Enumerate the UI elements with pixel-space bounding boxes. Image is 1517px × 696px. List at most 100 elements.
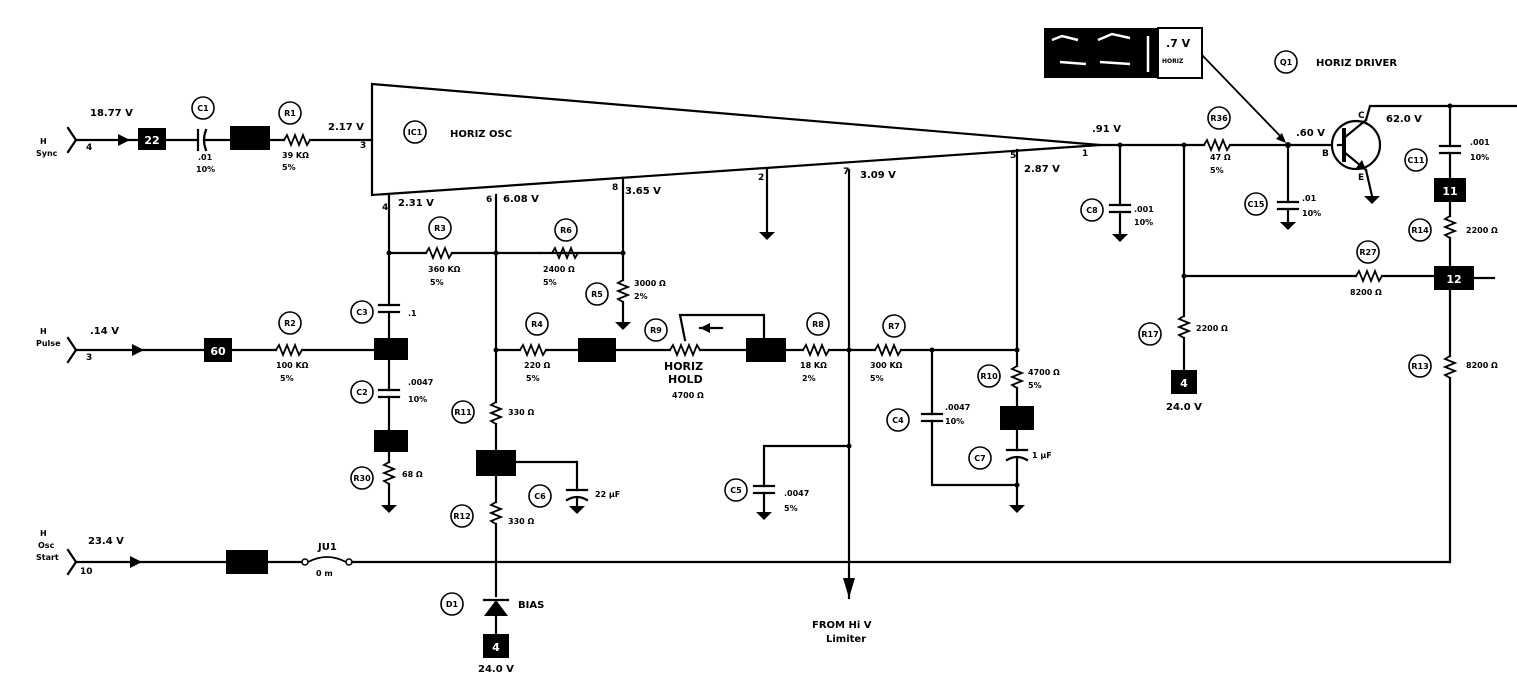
- ju1-value: 0 m: [316, 569, 333, 578]
- r17-value: 2200 Ω: [1196, 324, 1228, 333]
- r9-value: 4700 Ω: [672, 391, 704, 400]
- h-pulse-connector: [66, 336, 78, 364]
- block-c3-junction: [374, 338, 408, 360]
- c4-ref-circle: [886, 408, 910, 432]
- ic1-pin-1: 1: [1082, 149, 1088, 159]
- r9-label-1: HORIZ: [664, 360, 703, 373]
- r36-ref-circle: [1207, 106, 1231, 130]
- c8-ref-circle: [1080, 198, 1104, 222]
- block-r4-r9: [578, 338, 616, 362]
- r2-ref: R2: [284, 319, 296, 328]
- r2-tol: 5%: [280, 374, 294, 383]
- r14-ref-circle: [1408, 218, 1432, 242]
- ic1-ref: IC1: [408, 128, 423, 137]
- c2-value: .0047: [408, 378, 433, 387]
- r3-tol: 5%: [430, 278, 444, 287]
- d1-label: BIAS: [518, 600, 544, 611]
- r2-value: 100 KΩ: [276, 361, 309, 370]
- r17-resistor: [1176, 315, 1192, 339]
- r3-ref: R3: [434, 224, 446, 233]
- c8-ref: C8: [1086, 206, 1098, 215]
- c4-tol: 10%: [945, 417, 964, 426]
- h-osc-start-pin: 10: [80, 567, 93, 577]
- r10-ref-circle: [977, 364, 1001, 388]
- r17-ref-circle: [1138, 322, 1162, 346]
- r14-ref: R14: [1411, 226, 1429, 235]
- c5-value: .0047: [784, 489, 809, 498]
- ic1-pin-5: 5: [1010, 151, 1016, 161]
- r4-value: 220 Ω: [524, 361, 550, 370]
- c2-ref-circle: [350, 380, 374, 404]
- supply-2-voltage: 24.0 V: [1166, 402, 1202, 413]
- r27-ref-circle: [1356, 240, 1380, 264]
- r6-value: 2400 Ω: [543, 265, 575, 274]
- q1-collector-label: C: [1358, 111, 1365, 121]
- c4-ref: C4: [892, 416, 904, 425]
- q1-emitter-label: E: [1358, 173, 1364, 183]
- r2-ref-circle: [278, 311, 302, 335]
- hv-label-2: Limiter: [826, 634, 866, 645]
- r30-resistor: [381, 461, 397, 485]
- r8-value: 18 KΩ: [800, 361, 827, 370]
- ic1-v-pin7: 3.09 V: [860, 170, 896, 181]
- r36-ref: R36: [1210, 114, 1228, 123]
- c6-value: 22 µF: [595, 490, 620, 499]
- h-sync-pin: 4: [86, 143, 92, 153]
- r30-ref: R30: [353, 474, 371, 483]
- c8-value: .001: [1134, 205, 1154, 214]
- block-r9-r8: [746, 338, 786, 362]
- block-4-supply-1: [483, 634, 509, 658]
- c1-tol: 10%: [196, 165, 215, 174]
- r30-value: 68 Ω: [402, 470, 423, 479]
- block-12: [1434, 266, 1474, 290]
- scope-label: HORIZ: [1162, 58, 1184, 65]
- r11-ref: R11: [454, 408, 472, 417]
- ic1-ref-circle: IC1: [403, 120, 427, 144]
- r10-tol: 5%: [1028, 381, 1042, 390]
- c2-ref: C2: [356, 388, 367, 397]
- r8-tol: 2%: [802, 374, 816, 383]
- ic1-v-pin1: .91 V: [1092, 124, 1121, 135]
- r8-resistor: [802, 342, 830, 358]
- r9-ref: R9: [650, 326, 662, 335]
- ic1-pin-4: 4: [382, 203, 388, 213]
- r6-resistor: [551, 245, 579, 261]
- r4-tol: 5%: [526, 374, 540, 383]
- ju1-terminal-left: [301, 558, 309, 566]
- h-osc-start-label-3: Start: [36, 553, 59, 562]
- block-4-supply-2: [1171, 370, 1197, 394]
- r12-value: 330 Ω: [508, 517, 534, 526]
- h-pulse-pin: 3: [86, 353, 92, 363]
- r7-resistor: [874, 342, 902, 358]
- q1-transistor: [1330, 118, 1382, 172]
- ic1-pin-8: 8: [612, 183, 618, 193]
- q1-base-label: B: [1322, 149, 1329, 159]
- r4-ref: R4: [531, 320, 543, 329]
- c1-value: .01: [198, 153, 213, 162]
- d1-diode: [482, 598, 510, 616]
- d1-ref-circle: [440, 592, 464, 616]
- r11-ref-circle: [451, 400, 475, 424]
- d1-ref: D1: [446, 600, 459, 609]
- block-osc-start: [226, 550, 268, 574]
- c7-ref-circle: [968, 446, 992, 470]
- ic1-v-pin3: 2.17 V: [328, 122, 364, 133]
- block-4-supply-1-label: 4: [492, 641, 500, 654]
- c15-ref: C15: [1247, 200, 1264, 209]
- r5-value: 3000 Ω: [634, 279, 666, 288]
- c6-ref-circle: [528, 484, 552, 508]
- r1-value: 39 KΩ: [282, 151, 309, 160]
- c2-tol: 10%: [408, 395, 427, 404]
- c5-tol: 5%: [784, 504, 798, 513]
- c11-value: .001: [1470, 138, 1490, 147]
- c15-ref-circle: [1244, 192, 1268, 216]
- h-pulse-label-1: H: [40, 327, 47, 336]
- c5-ref-circle: [724, 478, 748, 502]
- c8-tol: 10%: [1134, 218, 1153, 227]
- h-sync-connector: [66, 126, 78, 154]
- c5-ref: C5: [730, 486, 742, 495]
- block-22: [138, 128, 166, 150]
- r7-ref: R7: [888, 322, 900, 331]
- r8-ref-circle: [806, 312, 830, 336]
